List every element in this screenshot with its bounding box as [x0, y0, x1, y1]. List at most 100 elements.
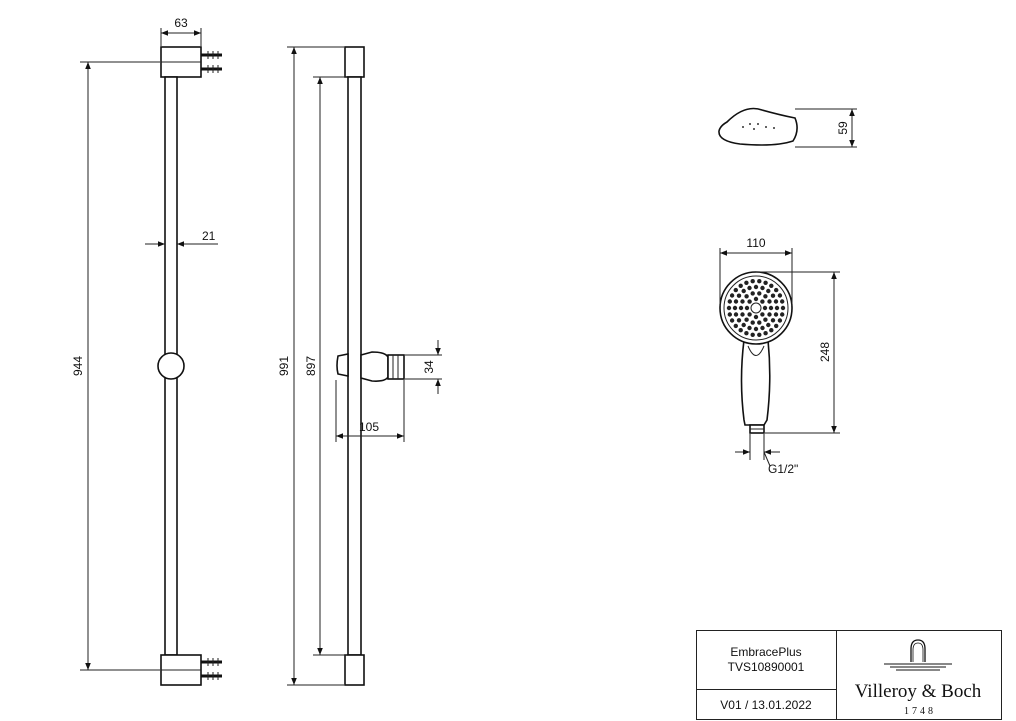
- nozzle: [753, 284, 759, 290]
- nozzle: [747, 312, 752, 317]
- dim-bracket-spacing: 944: [71, 61, 160, 671]
- nozzle: [757, 332, 762, 337]
- nozzle: [747, 325, 752, 331]
- dim-bracket-width: 63: [160, 16, 202, 46]
- nozzle: [757, 279, 762, 284]
- nozzle: [763, 280, 768, 285]
- nozzle: [780, 312, 785, 317]
- nozzle: [740, 299, 745, 304]
- nozzle: [770, 293, 776, 298]
- nozzle: [773, 312, 779, 317]
- nozzle: [780, 299, 785, 304]
- nozzle: [750, 279, 755, 284]
- nozzle: [762, 305, 768, 311]
- nozzle: [744, 317, 749, 322]
- nozzle: [763, 294, 768, 299]
- nozzle: [753, 296, 759, 302]
- dim-label-connection-thread: G1/2": [768, 462, 798, 476]
- nozzle: [740, 312, 745, 317]
- nozzle: [736, 293, 742, 298]
- nozzle: [733, 299, 739, 304]
- nozzle: [750, 320, 755, 325]
- bottom-bracket-screws: [201, 658, 222, 680]
- side-rail: [347, 76, 362, 656]
- dim-holder-height: 34: [405, 340, 442, 394]
- nozzle: [760, 325, 765, 331]
- nozzle: [768, 305, 774, 311]
- dim-label-bracket-width: 63: [174, 16, 188, 30]
- nozzle: [769, 328, 774, 333]
- nozzle: [763, 317, 768, 322]
- dim-label-head-width: 110: [746, 236, 765, 250]
- nozzle: [780, 305, 786, 311]
- nozzle: [727, 312, 732, 317]
- nozzle: [767, 312, 772, 317]
- nozzle: [774, 287, 779, 293]
- nozzle: [733, 287, 738, 293]
- nozzle: [774, 323, 779, 329]
- nozzle: [766, 288, 771, 294]
- slider-knob: [157, 352, 185, 380]
- article-number: TVS10890001: [728, 660, 805, 674]
- shower-holder: [336, 351, 405, 382]
- villeroy-boch-logo: Villeroy & Boch 1748: [855, 639, 982, 717]
- founded-year: 1748: [904, 706, 936, 717]
- nozzle: [763, 331, 768, 336]
- nozzle: [753, 314, 759, 320]
- dim-head-width: 110: [719, 236, 793, 306]
- nozzle: [736, 318, 742, 323]
- dim-handshower-depth: 59: [795, 108, 857, 148]
- brand-name: Villeroy & Boch: [855, 681, 982, 702]
- nozzle: [744, 294, 749, 299]
- nozzle: [777, 318, 783, 323]
- nozzle: [744, 305, 750, 311]
- nozzle: [733, 312, 739, 317]
- nozzle: [732, 305, 738, 311]
- nozzle: [770, 318, 776, 323]
- version-date: V01 / 13.01.2022: [720, 698, 812, 712]
- dim-label-bracket-spacing: 944: [71, 356, 85, 376]
- nozzle: [726, 305, 732, 311]
- nozzle: [744, 280, 749, 285]
- top-end-cap: [344, 46, 365, 78]
- nozzle: [738, 328, 743, 333]
- dim-label-holder-projection: 105: [359, 420, 379, 434]
- nozzle: [747, 285, 752, 291]
- dim-label-slide-travel: 897: [304, 356, 318, 376]
- nozzle: [733, 323, 738, 329]
- dim-label-holder-height: 34: [422, 360, 436, 374]
- dim-handshower-length: 248: [756, 271, 840, 434]
- dim-holder-projection: 105: [335, 380, 405, 442]
- nozzle: [741, 288, 746, 294]
- handshower-front-view: 110 248 G1/2": [719, 236, 840, 476]
- nozzle: [747, 299, 752, 304]
- nozzle: [738, 283, 743, 288]
- nozzle: [769, 283, 774, 288]
- nozzle: [777, 293, 783, 298]
- nozzle: [750, 291, 755, 296]
- dim-overall-length: 991: [277, 46, 344, 686]
- handshower-top-view: 59: [718, 107, 857, 148]
- nozzle: [729, 293, 735, 298]
- handshower-handle: [740, 339, 771, 426]
- dim-connection-thread: G1/2": [735, 434, 798, 476]
- nozzle: [773, 299, 779, 304]
- dim-label-handshower-depth: 59: [836, 121, 850, 135]
- nozzle: [753, 326, 759, 332]
- side-view: 991 897 34 105: [277, 46, 442, 686]
- nozzle: [757, 320, 762, 325]
- nozzle: [750, 332, 755, 337]
- dim-slide-travel: 897: [304, 76, 347, 656]
- nozzle: [729, 318, 735, 323]
- dim-label-overall-length: 991: [277, 356, 291, 376]
- nozzle: [760, 312, 765, 317]
- front-view: 63 21 944: [71, 16, 222, 686]
- nozzle: [766, 322, 771, 328]
- product-name: EmbracePlus: [730, 645, 801, 659]
- nozzle: [741, 322, 746, 328]
- nozzle: [757, 291, 762, 296]
- nozzle: [738, 305, 744, 311]
- nozzle: [760, 299, 765, 304]
- nozzle: [744, 331, 749, 336]
